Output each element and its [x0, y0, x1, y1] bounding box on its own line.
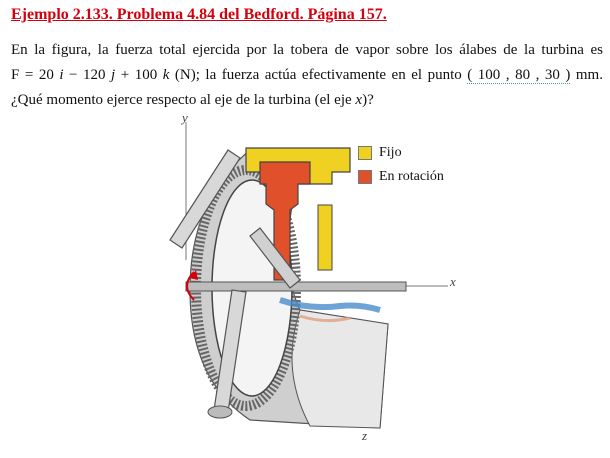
- statement-line-3: ¿Qué momento ejerce respecto al eje de l…: [11, 88, 603, 113]
- steam-heat: [299, 314, 351, 323]
- question-end: )?: [362, 92, 374, 108]
- axis-label-z: z: [362, 428, 368, 443]
- figure-legend: Fijo En rotación: [358, 143, 444, 191]
- unit-vector-j: j: [111, 67, 116, 83]
- axis-label-x: x: [450, 274, 456, 289]
- rotation-arrow-head: [190, 270, 198, 280]
- steam-flow: [279, 297, 381, 313]
- nozzle-upper: [169, 149, 241, 249]
- unit-vector-k: k: [162, 67, 170, 83]
- legend-label-rotating: En rotación: [379, 168, 444, 184]
- casing-cut-face: [291, 309, 389, 429]
- force-term-2: − 120: [63, 67, 112, 83]
- fixed-part-side: [317, 204, 333, 271]
- force-term-3: + 100: [115, 67, 163, 83]
- nozzle-middle: [249, 227, 301, 289]
- page-title: Ejemplo 2.133. Problema 4.84 del Bedford…: [11, 6, 387, 23]
- unit-vector-i: i: [59, 67, 64, 83]
- legend-item-rotating: En rotación: [358, 167, 444, 186]
- turbine-illustration: [169, 122, 448, 429]
- unit-mm: mm.: [570, 67, 603, 83]
- force-prefix: F = 20: [11, 67, 60, 83]
- nozzle-outlet: [207, 405, 233, 419]
- axis-x-ref: x: [355, 92, 363, 108]
- rotation-arrow: [186, 271, 195, 301]
- question-text: ¿Qué momento ejerce respecto al eje de l…: [11, 92, 356, 108]
- legend-swatch-rotating: [358, 169, 372, 184]
- force-description: (N); la fuerza actúa efectivamente en el…: [169, 67, 468, 83]
- legend-swatch-fixed: [358, 145, 372, 160]
- point-coordinates: ( 100 , 80 , 30 ): [467, 67, 571, 84]
- legend-label-fixed: Fijo: [379, 144, 402, 160]
- axis-label-y: y: [182, 110, 188, 125]
- statement-line-1: En la figura, la fuerza total ejercida p…: [11, 42, 603, 58]
- legend-item-fixed: Fijo: [358, 143, 444, 162]
- problem-statement: En la figura, la fuerza total ejercida p…: [11, 38, 603, 113]
- turbine-figure: y x z: [150, 110, 470, 450]
- statement-line-2: F = 20 i − 120 j + 100 k (N); la fuerza …: [11, 63, 603, 88]
